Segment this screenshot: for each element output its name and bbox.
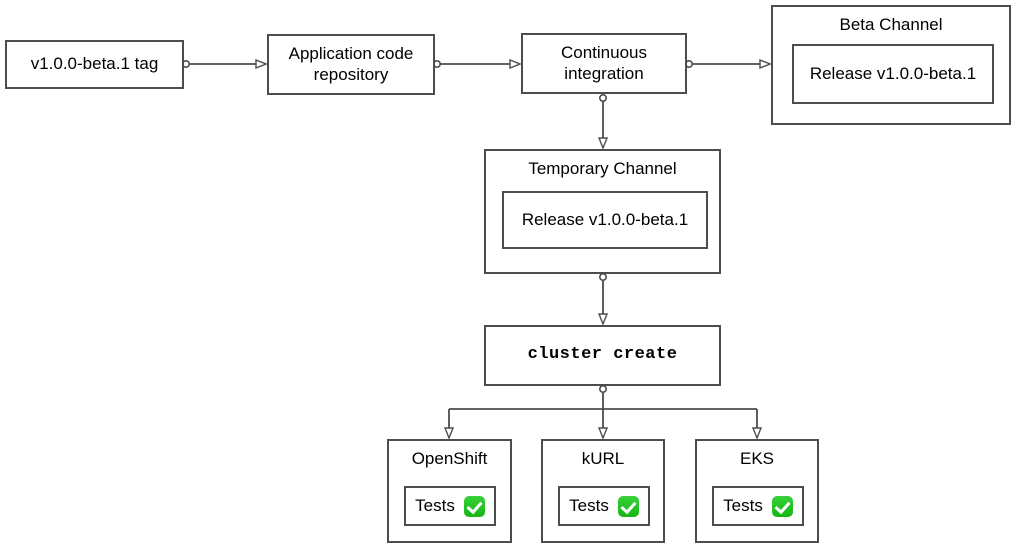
node-cluster-create-label: cluster create xyxy=(527,345,678,365)
node-cluster-create[interactable]: cluster create xyxy=(484,325,721,386)
temporary-channel-release-label: Release v1.0.0-beta.1 xyxy=(521,209,689,229)
platform-eks-tests-label: Tests xyxy=(723,495,763,515)
edge-temporary-channel-to-cluster-create xyxy=(600,272,606,323)
edge-ci-to-temporary-channel xyxy=(600,94,606,147)
node-tag[interactable]: v1.0.0-beta.1 tag xyxy=(5,40,184,89)
node-platform-openshift[interactable]: OpenShift Tests xyxy=(387,439,512,543)
node-platform-kurl[interactable]: kURL Tests xyxy=(541,439,665,543)
beta-channel-release-label: Release v1.0.0-beta.1 xyxy=(809,63,977,83)
green-check-icon xyxy=(771,495,793,517)
node-application-code-repository[interactable]: Application code repository xyxy=(267,34,435,95)
edge-ci-to-beta-channel xyxy=(684,61,769,67)
node-application-code-repository-label: Application code repository xyxy=(288,43,414,84)
node-platform-eks[interactable]: EKS Tests xyxy=(695,439,819,543)
green-check-icon xyxy=(617,495,639,517)
beta-channel-title: Beta Channel xyxy=(839,15,943,34)
platform-kurl-title: kURL xyxy=(581,449,625,468)
node-tag-label: v1.0.0-beta.1 tag xyxy=(30,54,159,74)
node-continuous-integration[interactable]: Continuous integration xyxy=(521,33,687,94)
node-beta-channel[interactable]: Beta Channel Release v1.0.0-beta.1 xyxy=(771,5,1011,125)
platform-openshift-title: OpenShift xyxy=(411,449,488,468)
platform-eks-title: EKS xyxy=(739,449,775,468)
platform-openshift-tests-label: Tests xyxy=(415,495,455,515)
edge-repo-to-ci xyxy=(432,61,519,67)
node-temporary-channel[interactable]: Temporary Channel Release v1.0.0-beta.1 xyxy=(484,149,721,274)
platform-kurl-tests-label: Tests xyxy=(569,495,609,515)
node-continuous-integration-label: Continuous integration xyxy=(560,42,647,83)
edge-cluster-create-to-platforms xyxy=(449,384,757,437)
platform-eks-tests-box[interactable]: Tests xyxy=(712,486,804,526)
edge-tag-to-repo xyxy=(182,61,265,67)
platform-kurl-tests-box[interactable]: Tests xyxy=(558,486,650,526)
platform-openshift-tests-box[interactable]: Tests xyxy=(404,486,496,526)
beta-channel-release-box[interactable]: Release v1.0.0-beta.1 xyxy=(792,44,994,104)
temporary-channel-release-box[interactable]: Release v1.0.0-beta.1 xyxy=(502,191,708,249)
temporary-channel-title: Temporary Channel xyxy=(528,159,677,178)
green-check-icon xyxy=(463,495,485,517)
